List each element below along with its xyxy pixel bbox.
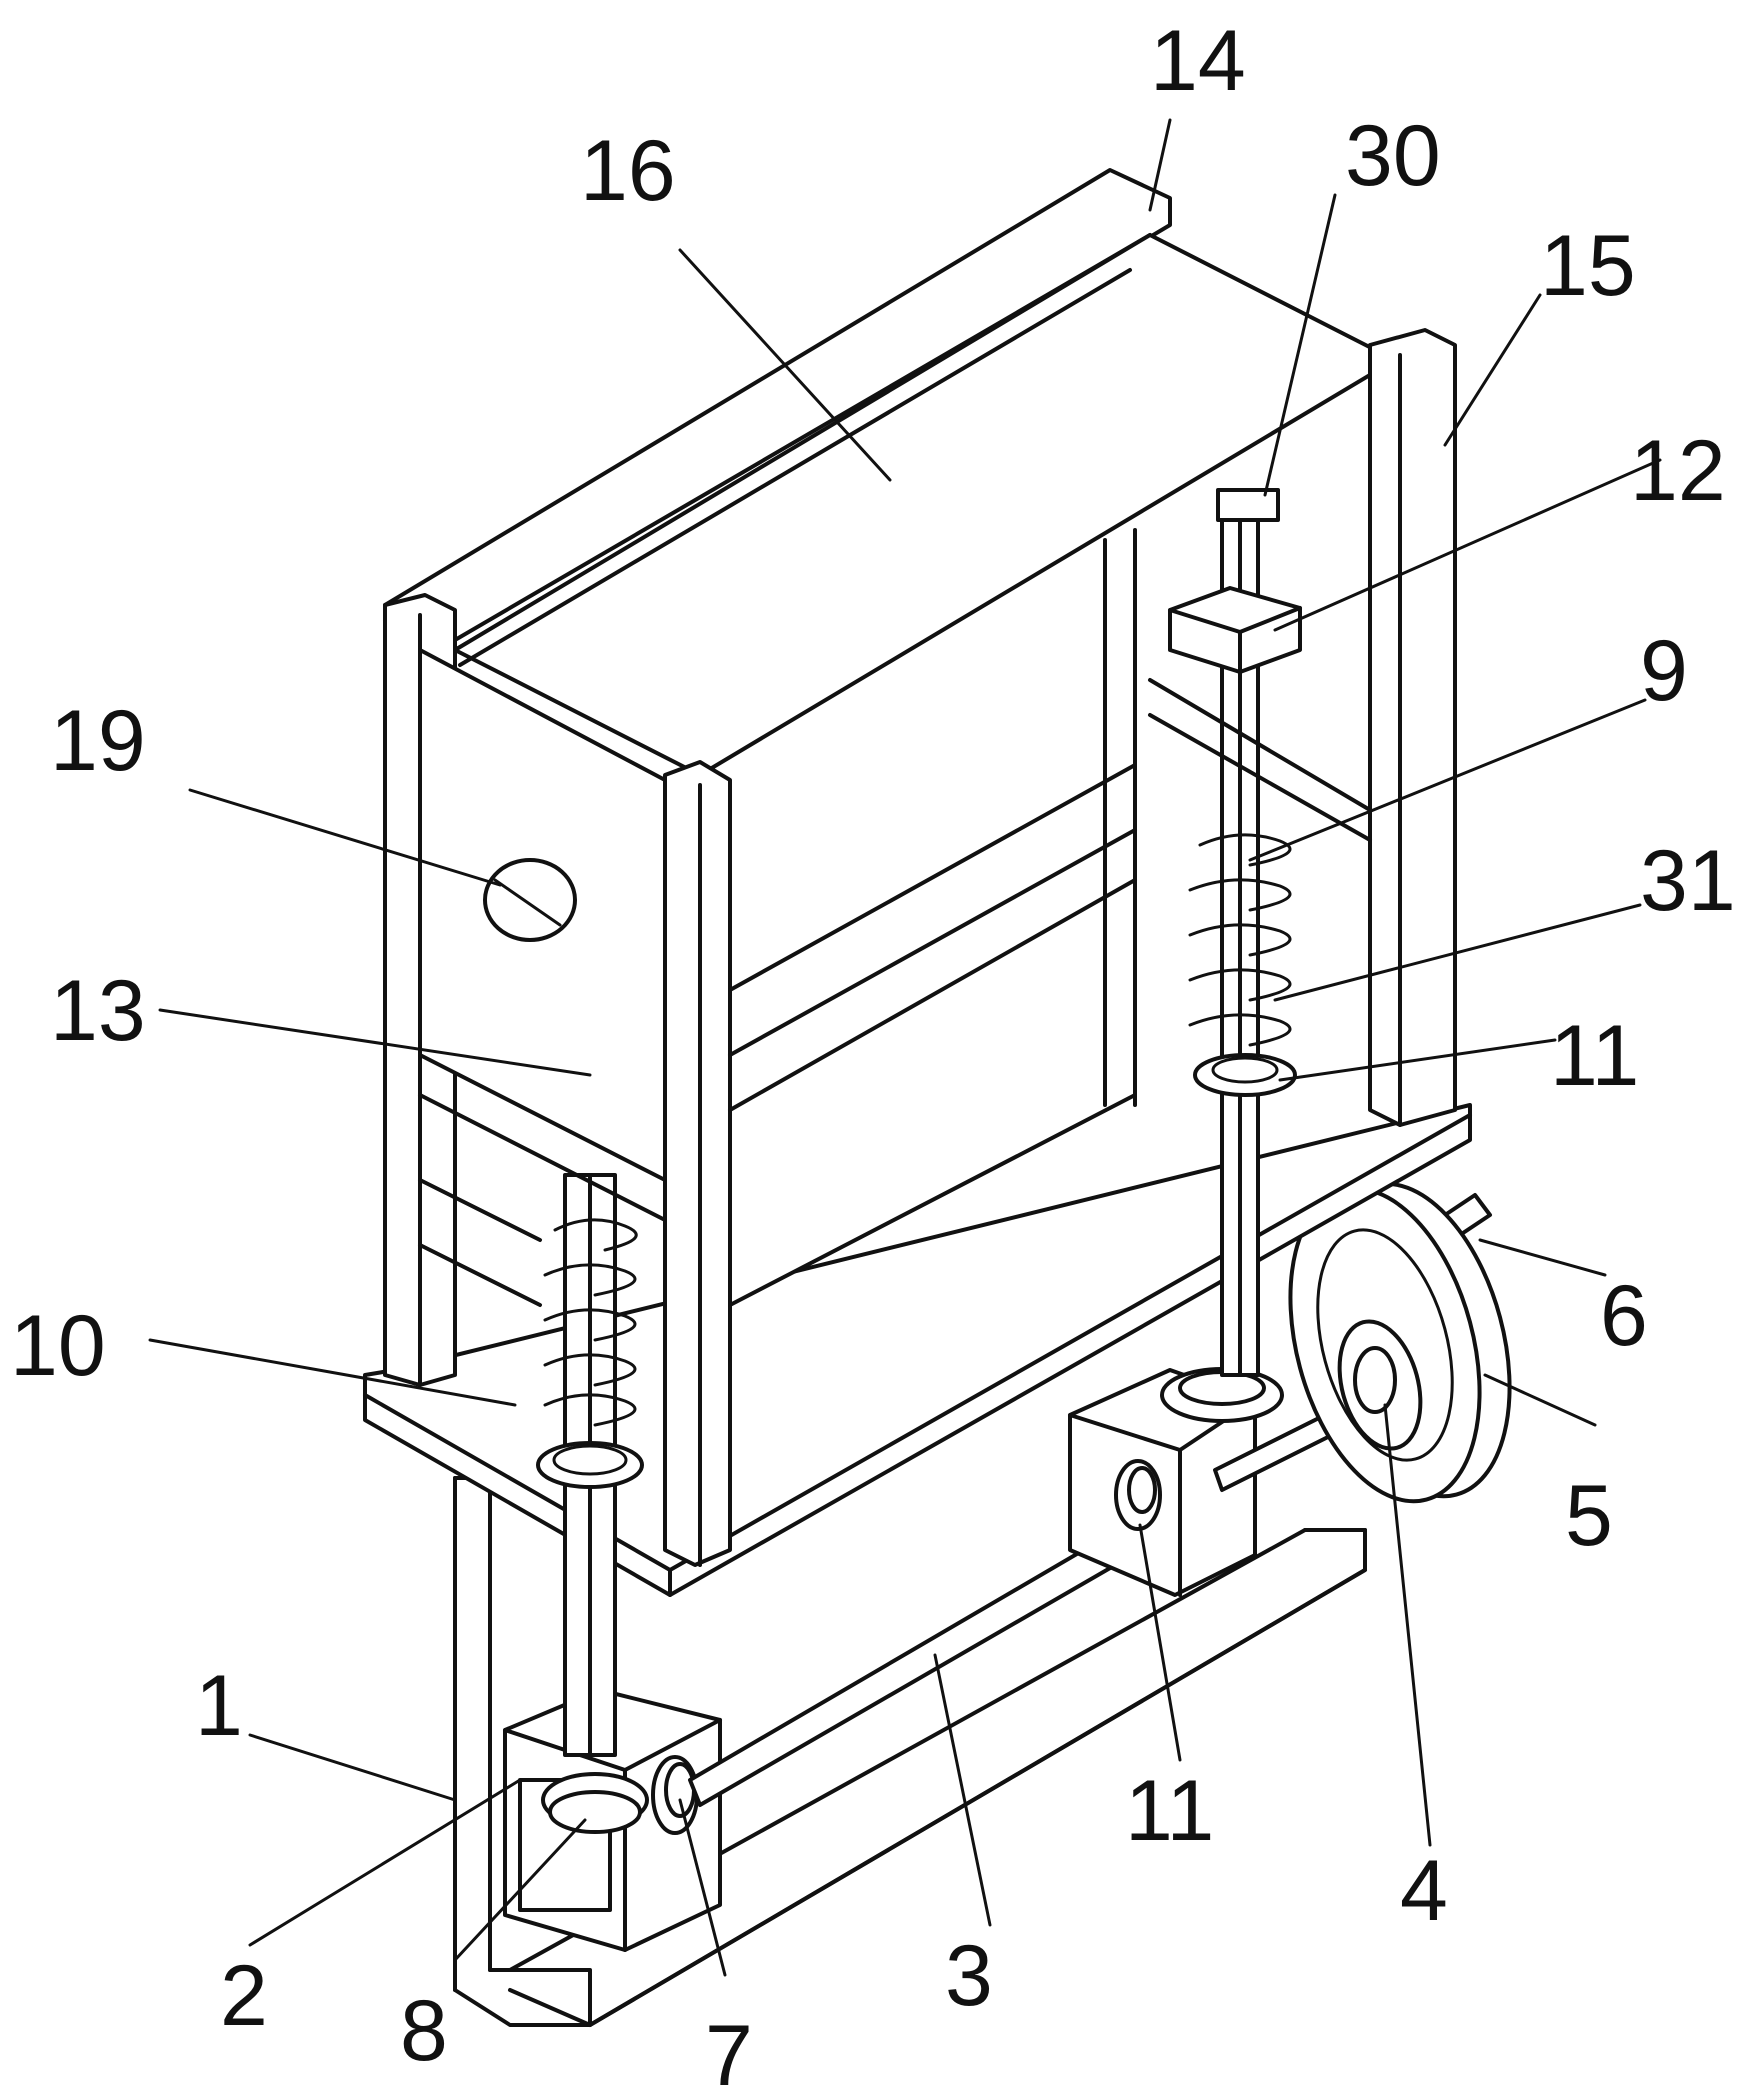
- label-6: 6: [1600, 1268, 1648, 1364]
- upper-box-frame: [383, 168, 1457, 1567]
- label-12: 12: [1630, 423, 1726, 519]
- label-3: 3: [945, 1928, 993, 2024]
- label-2: 2: [220, 1948, 268, 2044]
- label-4: 4: [1400, 1843, 1448, 1939]
- label-11-bottom: 11: [1125, 1763, 1214, 1859]
- base-frame: [453, 1476, 1367, 2027]
- label-14: 14: [1150, 13, 1246, 109]
- label-30: 30: [1345, 108, 1441, 204]
- lower-bearing-block: [503, 1688, 722, 1952]
- label-19: 19: [50, 693, 146, 789]
- label-13: 13: [50, 963, 146, 1059]
- label-10: 10: [10, 1298, 106, 1394]
- left-lift-column: [536, 1173, 644, 1757]
- label-31: 31: [1640, 833, 1736, 929]
- callout-labels: 1 2 3 4 5 6 7 8 9 10 11 11 12 13 14 15 1…: [10, 13, 1736, 2100]
- label-9: 9: [1640, 623, 1688, 719]
- leader-lines: [148, 118, 1662, 1977]
- label-16: 16: [580, 123, 676, 219]
- label-5: 5: [1565, 1468, 1613, 1564]
- label-11-right: 11: [1550, 1008, 1639, 1104]
- right-lift-column: [1168, 488, 1302, 1377]
- label-15: 15: [1540, 218, 1636, 314]
- label-7: 7: [705, 2008, 753, 2100]
- hand-wheel: [1288, 1181, 1512, 1504]
- label-1: 1: [195, 1658, 243, 1754]
- label-8: 8: [400, 1983, 448, 2079]
